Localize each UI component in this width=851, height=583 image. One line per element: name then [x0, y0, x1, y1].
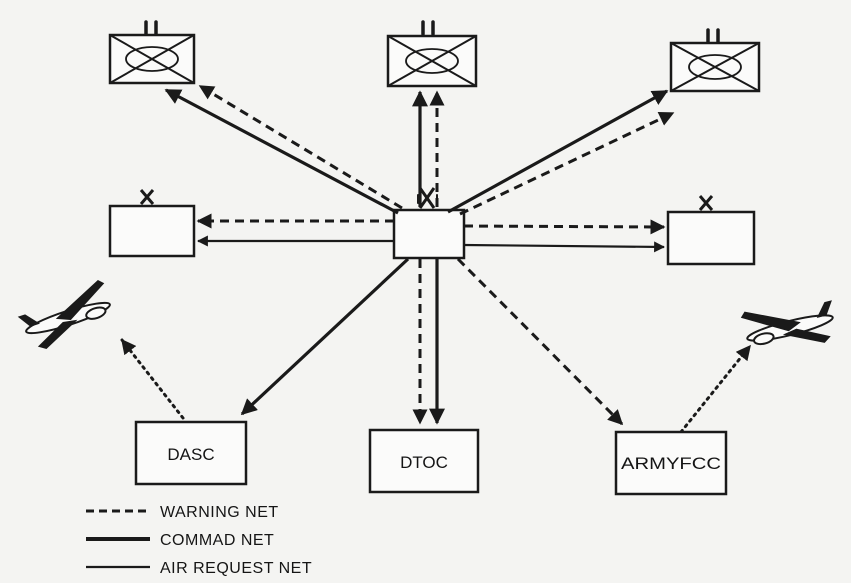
unit-symbol-top-center	[386, 20, 478, 88]
unit-symbol-mid-left	[108, 189, 196, 258]
central-command-post	[392, 187, 466, 260]
legend-item-air-request-net: AIR REQUEST NET	[86, 560, 312, 577]
legend: WARNING NET COMMAD NET AIR REQUEST NET	[86, 504, 312, 577]
warning-net-lines	[196, 84, 675, 426]
legend-label-command-net: COMMAD NET	[160, 532, 274, 549]
unit-symbol-top-left	[108, 20, 196, 85]
dtoc-label: DTOC	[400, 453, 448, 472]
aircraft-icon-right	[740, 300, 834, 346]
aircraft-icon-left	[17, 280, 111, 350]
dasc-label: DASC	[167, 445, 214, 464]
army-fcc-label: ARMYFCC	[621, 454, 721, 473]
unit-symbol-top-right	[669, 28, 761, 93]
dasc-node: DASC	[134, 420, 248, 486]
air-request-net-lines	[196, 235, 666, 253]
unit-symbol-mid-right	[666, 195, 756, 266]
dtoc-node: DTOC	[368, 428, 480, 494]
command-net-lines	[164, 88, 669, 425]
legend-label-warning-net: WARNING NET	[160, 504, 279, 521]
army-fcc-node: ARMYFCC	[614, 430, 728, 496]
legend-item-command-net: COMMAD NET	[86, 532, 274, 549]
aircraft-link-lines	[120, 338, 752, 434]
legend-label-air-request-net: AIR REQUEST NET	[160, 560, 312, 577]
legend-item-warning-net: WARNING NET	[86, 504, 279, 521]
